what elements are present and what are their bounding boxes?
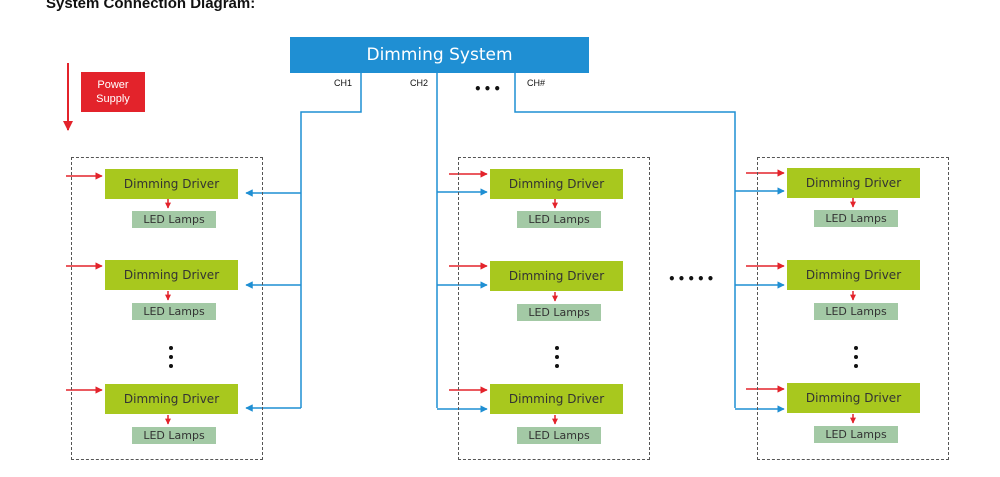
led-lamps: LED Lamps	[814, 303, 898, 320]
led-lamps: LED Lamps	[517, 304, 601, 321]
power-supply-label-line1: Power	[97, 79, 129, 91]
driver-group-2: Dimming Driver LED Lamps Dimming Driver …	[458, 157, 650, 460]
dimming-driver: Dimming Driver	[105, 169, 238, 199]
power-supply-box: Power Supply	[81, 72, 145, 112]
channel-label-ch1: CH1	[334, 78, 353, 88]
led-lamps: LED Lamps	[132, 211, 216, 228]
dimming-driver: Dimming Driver	[105, 260, 238, 290]
led-lamps: LED Lamps	[132, 427, 216, 444]
chn-trunk	[514, 73, 736, 408]
led-lamps: LED Lamps	[517, 427, 601, 444]
driver-group-3: Dimming Driver LED Lamps Dimming Driver …	[757, 157, 949, 460]
channel-ellipsis: •••	[474, 82, 504, 96]
led-lamps: LED Lamps	[814, 210, 898, 227]
channel-label-ch2: CH2	[410, 78, 429, 88]
ch1-trunk	[300, 73, 362, 408]
dimming-driver: Dimming Driver	[490, 384, 623, 414]
dimming-driver: Dimming Driver	[490, 261, 623, 291]
vertical-ellipsis	[854, 346, 858, 373]
driver-group-1: Dimming Driver LED Lamps Dimming Driver …	[71, 157, 263, 460]
dimming-driver: Dimming Driver	[787, 168, 920, 198]
dimming-driver: Dimming Driver	[490, 169, 623, 199]
power-supply-label-line2: Supply	[96, 93, 130, 105]
dimming-driver: Dimming Driver	[105, 384, 238, 414]
group-ellipsis: •••••	[668, 272, 717, 286]
vertical-ellipsis	[169, 346, 173, 373]
vertical-ellipsis	[555, 346, 559, 373]
dimming-system-box: Dimming System	[290, 37, 589, 73]
led-lamps: LED Lamps	[814, 426, 898, 443]
channel-label-chn: CH#	[527, 78, 546, 88]
page-title: System Connection Diagram:	[46, 0, 256, 12]
dimming-driver: Dimming Driver	[787, 383, 920, 413]
led-lamps: LED Lamps	[132, 303, 216, 320]
dimming-driver: Dimming Driver	[787, 260, 920, 290]
led-lamps: LED Lamps	[517, 211, 601, 228]
